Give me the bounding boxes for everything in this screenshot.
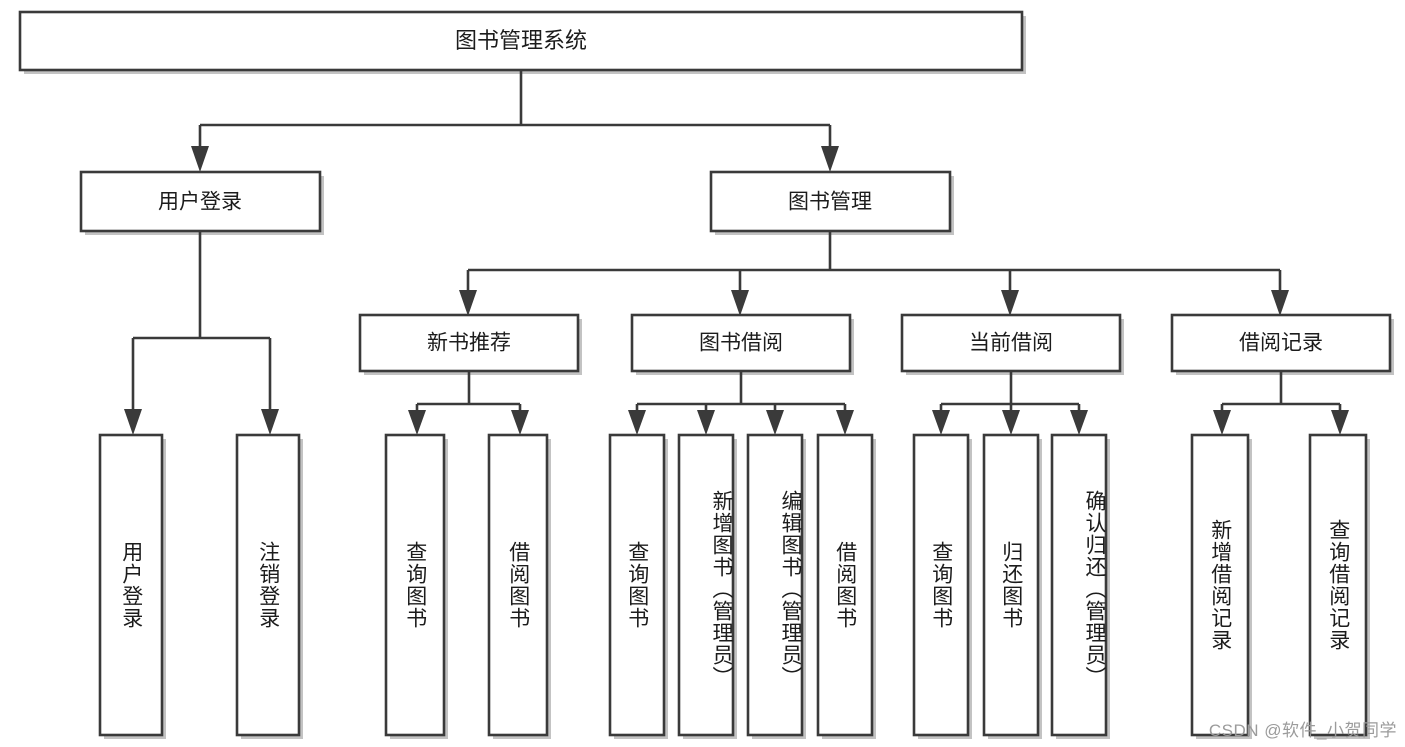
arrow-head-current-borrow [1001,290,1019,316]
leaf-node-book-borrow-2[interactable] [677,433,737,739]
connector-user-login-to-leaves [124,231,279,435]
arrow-head-book-borrow [731,290,749,316]
arrow-head-book-manage [821,146,839,172]
arrow-head-bb-leaf-1 [628,410,646,435]
arrow-head-ul-leaf-2 [261,409,279,435]
watermark-text: CSDN @软件_小贺同学 [1208,721,1397,740]
leaf-nb-2-box [487,433,549,737]
node-root[interactable]: 图书管理系统 [18,10,1026,74]
leaf-node-new-book-1[interactable] [384,433,448,739]
leaf-node-current-borrow-2[interactable] [982,433,1042,739]
book-manage-box [709,170,952,233]
connector-book-borrow-to-leaves [628,371,854,435]
leaf-bb-4-box [816,433,874,737]
new-book-label: 新书推荐 [427,332,511,355]
root-label: 图书管理系统 [455,28,587,53]
arrow-head-borrow-record [1271,290,1289,316]
leaf-node-new-book-2[interactable] [487,433,551,739]
leaf-cb-1-box [912,433,970,737]
connector-borrow-record-to-leaves [1213,371,1349,435]
book-borrow-label: 图书借阅 [699,332,783,355]
arrow-head-cb-leaf-2 [1002,410,1020,435]
arrow-head-cb-leaf-1 [932,410,950,435]
node-book-manage[interactable]: 图书管理 [709,170,954,235]
leaf-cb-3-box [1050,433,1108,737]
connector-current-borrow-to-leaves [932,371,1088,435]
connector-book-manage-to-level3 [459,231,1289,316]
leaf-node-user-login-1[interactable] [98,433,166,739]
arrow-head-bb-leaf-4 [836,410,854,435]
arrow-head-br-leaf-2 [1331,410,1349,435]
connector-root-to-level2 [191,70,839,172]
arrow-head-nb-leaf-2 [511,410,529,435]
node-borrow-record[interactable]: 借阅记录 [1170,313,1394,375]
arrow-head-cb-leaf-3 [1070,410,1088,435]
node-user-login[interactable]: 用户登录 [79,170,324,235]
leaf-node-current-borrow-1[interactable] [912,433,972,739]
borrow-record-label: 借阅记录 [1239,332,1323,355]
leaf-node-user-login-2[interactable] [235,433,303,739]
leaf-node-book-borrow-3[interactable] [746,433,806,739]
leaf-ul-1-box [98,433,164,737]
book-manage-label: 图书管理 [788,191,872,214]
leaf-ul-2-box [235,433,301,737]
leaf-nb-1-box [384,433,446,737]
arrow-head-new-book [459,290,477,316]
arrow-head-nb-leaf-1 [408,410,426,435]
borrow-record-box [1170,313,1392,373]
leaf-br-1-box [1190,433,1250,737]
leaf-br-2-box [1308,433,1368,737]
arrow-head-bb-leaf-3 [766,410,784,435]
leaf-node-current-borrow-3[interactable] [1050,433,1110,739]
user-login-box [79,170,322,233]
current-borrow-box [900,313,1122,373]
root-box [18,10,1024,72]
leaf-cb-2-box [982,433,1040,737]
leaf-bb-3-box [746,433,804,737]
leaf-node-borrow-record-1[interactable] [1190,433,1252,739]
leaf-node-book-borrow-1[interactable] [608,433,668,739]
arrow-head-bb-leaf-2 [697,410,715,435]
user-login-label: 用户登录 [158,191,242,214]
arrow-head-user-login [191,146,209,172]
node-book-borrow[interactable]: 图书借阅 [630,313,854,375]
connector-new-book-to-leaves [408,371,529,435]
node-current-borrow[interactable]: 当前借阅 [900,313,1124,375]
node-new-book-recommend[interactable]: 新书推荐 [358,313,582,375]
leaf-node-borrow-record-2[interactable] [1308,433,1370,739]
leaf-bb-1-box [608,433,666,737]
leaf-node-book-borrow-4[interactable] [816,433,876,739]
arrow-head-ul-leaf-1 [124,409,142,435]
arrow-head-br-leaf-1 [1213,410,1231,435]
new-book-box [358,313,580,373]
leaf-bb-2-box [677,433,735,737]
current-borrow-label: 当前借阅 [969,332,1053,355]
